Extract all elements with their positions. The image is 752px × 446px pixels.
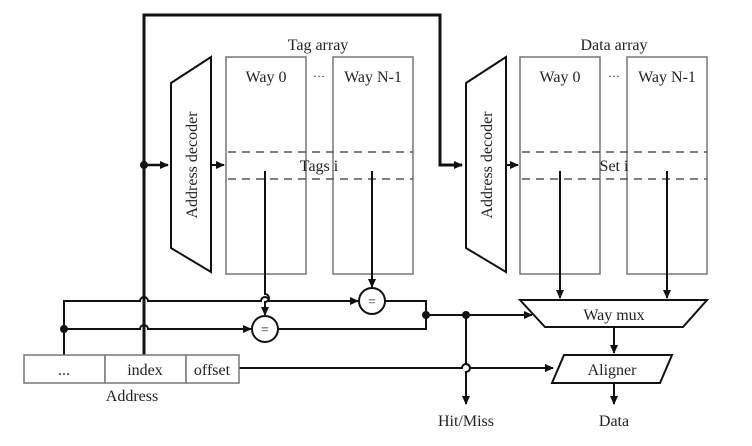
- data-address-decoder: [465, 55, 507, 274]
- address-field-tag-box: [23, 354, 106, 384]
- data-output-label: Data: [599, 413, 629, 430]
- tag-decoder-label: Address decoder: [184, 111, 201, 219]
- comparator-outputs-wire: [278, 300, 427, 330]
- tag-address-decoder: [170, 55, 212, 274]
- way-mux-label: Way mux: [583, 307, 644, 324]
- address-field-offset-label: offset: [194, 362, 231, 379]
- comparator-way-0-symbol: =: [261, 323, 269, 338]
- address-field-index-label: index: [127, 362, 163, 379]
- tag-array-title: Tag array: [288, 37, 349, 54]
- aligner: [550, 354, 674, 384]
- tag-way-0-read-wire: [261, 171, 270, 316]
- set-i-label: Set i: [600, 158, 629, 175]
- index-bus-wire: [142, 13, 463, 355]
- tag-field-to-comparator-0-wire: [64, 324, 252, 333]
- data-array-title: Data array: [580, 37, 647, 54]
- offset-to-aligner-wire: [239, 363, 554, 372]
- address-field-tag-label: ...: [58, 362, 70, 379]
- address-field-offset-box: [185, 354, 240, 384]
- way-mux: [517, 299, 710, 328]
- tag-way-0-label: Way 0: [246, 69, 287, 86]
- address-register: ... index offset: [23, 354, 240, 384]
- data-way-0-label: Way 0: [540, 69, 581, 86]
- address-label: Address: [106, 388, 158, 405]
- hit-miss-wire: [462, 315, 471, 405]
- data-decoder-label: Address decoder: [479, 111, 496, 219]
- comparator-way-n-1-symbol: =: [368, 295, 376, 310]
- hit-miss-output-label: Hit/Miss: [438, 413, 494, 430]
- tag-ellipsis: ···: [313, 69, 325, 83]
- tag-field-junction-dot: [60, 325, 68, 333]
- data-way-n-1-label: Way N-1: [638, 69, 696, 86]
- tags-i-label: Tags i: [300, 158, 339, 175]
- data-ellipsis: ···: [608, 69, 620, 83]
- aligner-label: Aligner: [588, 362, 638, 379]
- index-junction-dot: [140, 161, 148, 169]
- tag-way-n-1-label: Way N-1: [344, 69, 402, 86]
- tag-field-to-comparator-n-1-wire: [63, 296, 359, 355]
